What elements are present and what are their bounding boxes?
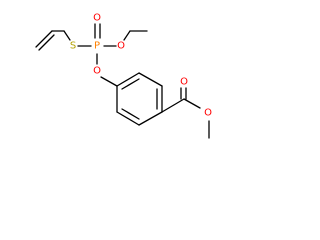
bond-ring-1 bbox=[116, 72, 140, 87]
bond-c-o-ester bbox=[183, 98, 201, 109]
oxygen-top-label: O bbox=[93, 13, 101, 24]
bond-ring-5 bbox=[116, 111, 140, 126]
oxygen-ethoxy-label: O bbox=[117, 41, 125, 52]
bond-vinyl-double-a bbox=[35, 30, 53, 48]
oxygen-carbonyl-label: O bbox=[180, 77, 188, 88]
bonds bbox=[35, 23, 210, 139]
atom-labels: S P O O O O O bbox=[70, 13, 212, 119]
bond-ring-inner-1 bbox=[121, 78, 140, 90]
phosphorus-label: P bbox=[94, 41, 100, 52]
bond-vinyl-double-b bbox=[38, 34, 55, 51]
oxygen-ester-label: O bbox=[204, 108, 212, 119]
sulfur-label: S bbox=[70, 41, 76, 52]
bond-o-ch2 bbox=[123, 30, 131, 41]
bond-ring-carbonyl bbox=[161, 98, 185, 113]
bond-ring-2 bbox=[138, 72, 163, 87]
bond-o-ring bbox=[100, 76, 118, 87]
oxygen-aryl-label: O bbox=[93, 66, 101, 77]
bond-ring-inner-3 bbox=[121, 108, 140, 120]
molecule-structure: S P O O O O O bbox=[35, 13, 212, 139]
bond-ring-4 bbox=[138, 111, 163, 126]
bond-ch2-s bbox=[63, 30, 71, 41]
